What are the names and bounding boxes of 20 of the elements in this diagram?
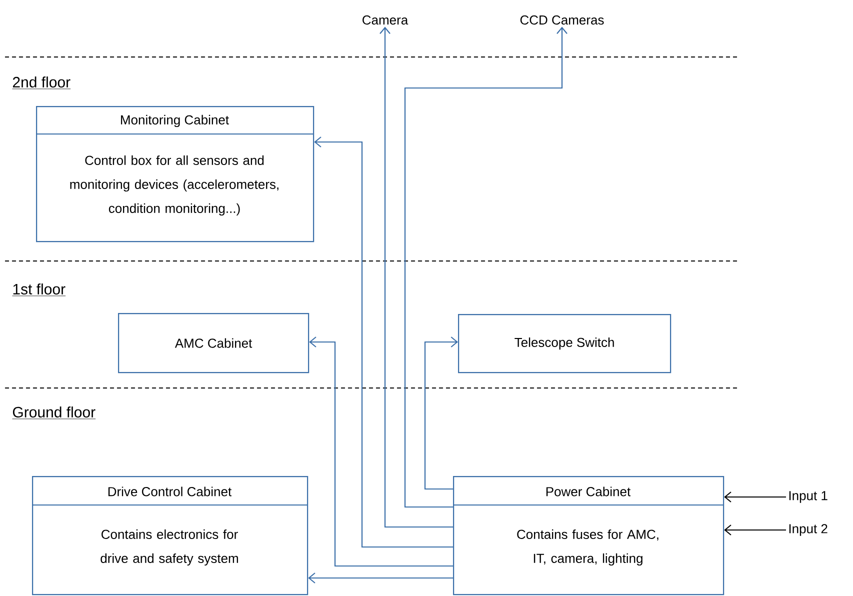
destination-label: Input 2 <box>789 524 828 536</box>
arrow <box>308 572 453 584</box>
destination-label: Input 1 <box>789 491 828 503</box>
arrow <box>314 136 453 548</box>
floor-label: 2nd floor <box>12 76 71 90</box>
cabinet-box: AMC Cabinet <box>118 313 310 374</box>
cabinet-box: Drive Control Cabinet Contains electronics for drive and safety system <box>32 476 308 596</box>
arrow <box>380 26 453 528</box>
floor-label: Ground floor <box>12 406 96 420</box>
cabinet-box: Power Cabinet Contains fuses for AMC, IT, camera, lighting <box>453 476 724 596</box>
arrow <box>404 26 568 508</box>
destination-label: Camera <box>362 15 408 25</box>
arrow <box>424 336 458 490</box>
arrow <box>724 492 786 502</box>
arrow <box>724 524 786 536</box>
floor-label: 1st floor <box>12 283 66 296</box>
arrow <box>309 336 453 567</box>
cabinet-box: Monitoring Cabinet Control box for all sensors and monitoring devices (accelerometers, condition monitoring...) <box>36 106 314 242</box>
cabinet-box: Telescope Switch <box>458 314 672 374</box>
destination-label: CCD Cameras <box>520 15 604 25</box>
